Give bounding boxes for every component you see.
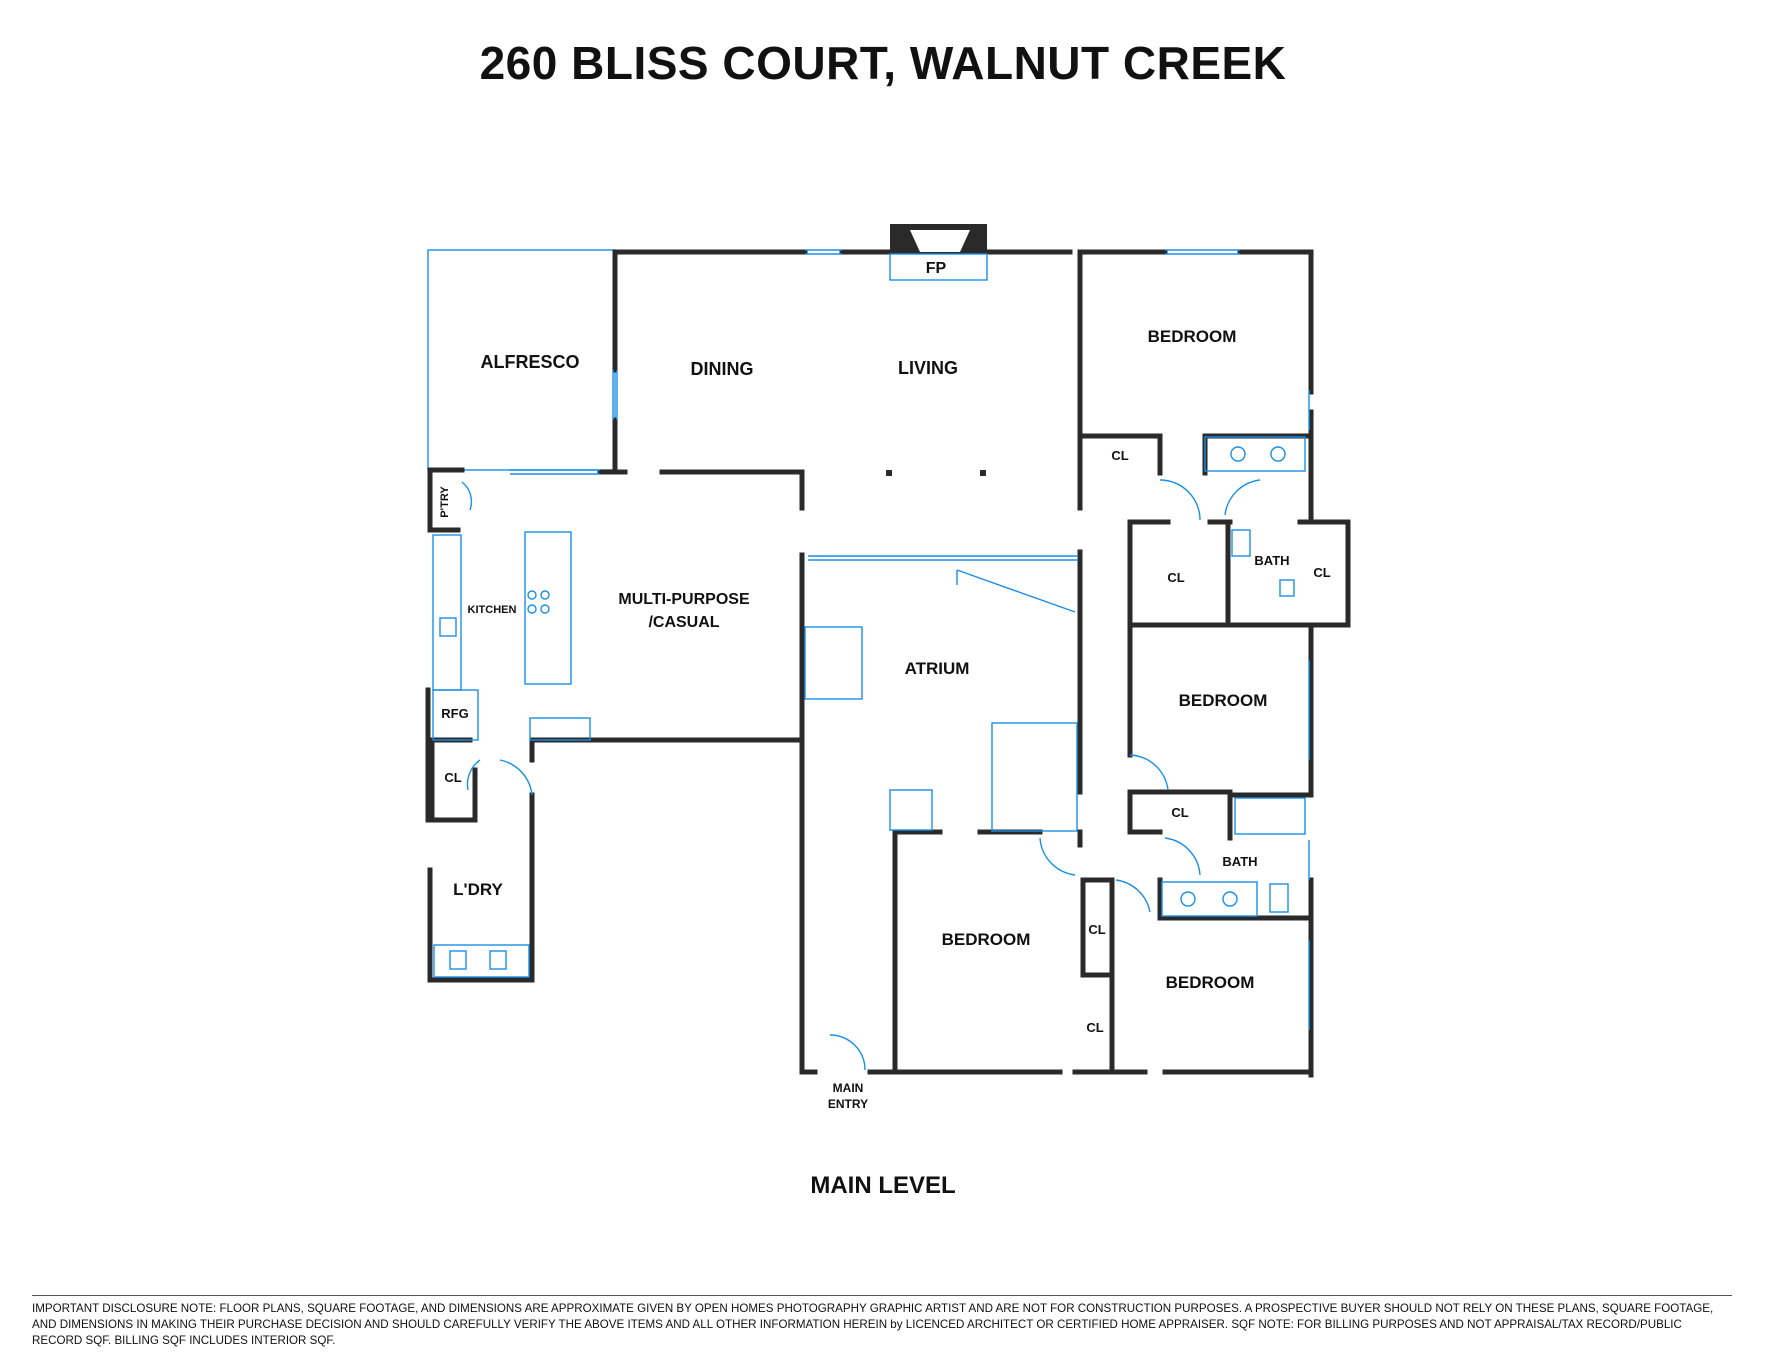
label-cl-6: CL <box>1088 922 1105 937</box>
label-bedroom-ne: BEDROOM <box>1148 327 1237 346</box>
label-main-entry-2: ENTRY <box>828 1097 868 1111</box>
label-multipurpose-2: /CASUAL <box>648 614 719 631</box>
level-label: MAIN LEVEL <box>810 1172 956 1199</box>
label-bath-1: BATH <box>1254 553 1289 568</box>
label-atrium: ATRIUM <box>905 659 970 678</box>
label-pantry: P'TRY <box>439 486 451 518</box>
label-laundry: L'DRY <box>453 880 503 899</box>
label-cl-1: CL <box>1111 448 1128 463</box>
walls <box>425 249 1351 1078</box>
fixtures <box>432 249 1310 1071</box>
fireplace <box>889 224 988 281</box>
label-cl-5: CL <box>1171 805 1188 820</box>
columns <box>886 470 986 476</box>
label-dining: DINING <box>691 359 754 379</box>
label-living: LIVING <box>898 358 958 378</box>
label-bedroom-s: BEDROOM <box>942 930 1031 949</box>
label-cl-2: CL <box>1167 570 1184 585</box>
disclosure-note: IMPORTANT DISCLOSURE NOTE: FLOOR PLANS, … <box>32 1302 1714 1347</box>
label-cl-3: CL <box>1313 565 1330 580</box>
label-bath-2: BATH <box>1222 854 1257 869</box>
label-cl-7: CL <box>1086 1020 1103 1035</box>
label-multipurpose-1: MULTI-PURPOSE <box>618 591 750 608</box>
room-labels: ALFRESCO DINING LIVING FP BEDROOM CL CL … <box>439 260 1331 1111</box>
label-bedroom-se: BEDROOM <box>1166 973 1255 992</box>
label-cl-4: CL <box>444 770 461 785</box>
plan-title: 260 BLISS COURT, WALNUT CREEK <box>479 37 1287 89</box>
label-bedroom-e: BEDROOM <box>1179 691 1268 710</box>
label-main-entry-1: MAIN <box>833 1081 864 1095</box>
label-alfresco: ALFRESCO <box>481 352 580 372</box>
divider <box>32 1295 1732 1296</box>
label-rfg: RFG <box>441 706 468 721</box>
label-kitchen: KITCHEN <box>468 604 517 616</box>
label-fp: FP <box>926 260 947 277</box>
